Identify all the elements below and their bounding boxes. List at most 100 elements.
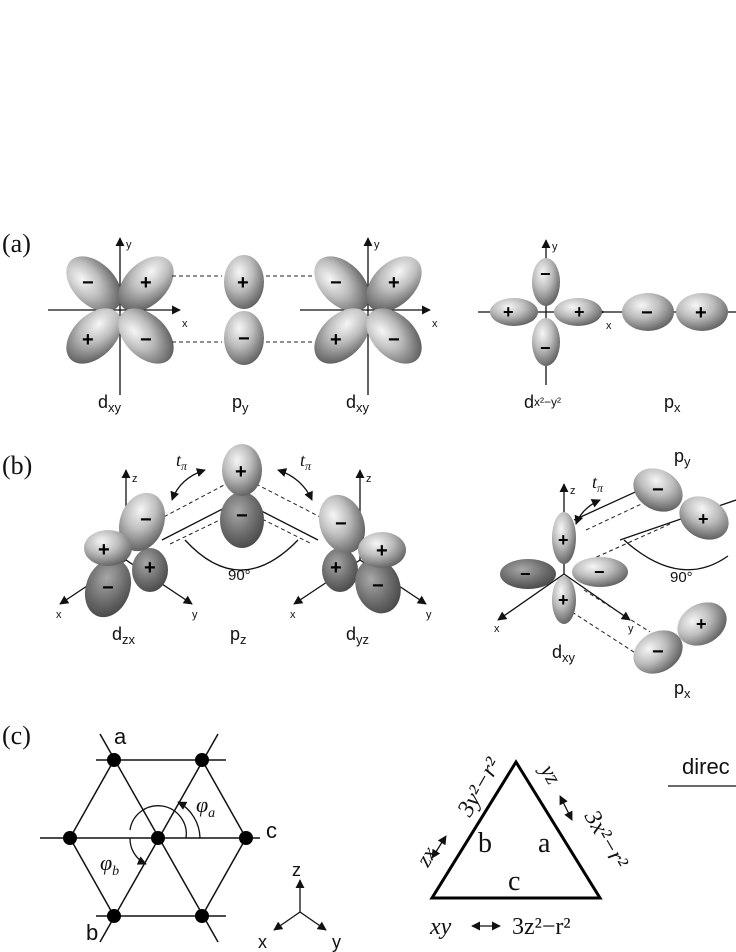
y-axis-label: y [628, 623, 634, 635]
x-axis-label: x [606, 320, 612, 332]
x-axis-label: x [494, 623, 500, 635]
orbital-label-px: px [664, 392, 681, 415]
orbital-label-py: py [232, 392, 249, 415]
plus-sign: + [140, 272, 152, 294]
angle-arc [623, 539, 729, 571]
plus-sign: + [388, 272, 400, 294]
minus-sign: − [140, 509, 152, 531]
orbital-lobe [366, 256, 422, 312]
orbital-lobe [84, 558, 132, 618]
orbital-lobe [490, 298, 538, 326]
y-axis-label: y [192, 609, 198, 621]
z-axis-label: z [366, 473, 372, 485]
angle-label: 90° [228, 567, 251, 584]
plus-sign: + [696, 614, 707, 634]
minus-sign: − [372, 575, 384, 597]
orbital-dxy-b: z x y 90° tπ + + − − dxy [494, 472, 736, 665]
orbital-lobe [500, 559, 556, 589]
angle-label-phi-a: φa [196, 792, 215, 821]
plus-sign: + [330, 557, 342, 579]
orbital-label-py: py [674, 446, 691, 469]
orbital-dyz: z x y − + + − dyz [290, 469, 432, 647]
z-axis-label: z [292, 860, 301, 880]
y-axis-line [563, 573, 631, 621]
orbital-label-px: px [674, 678, 691, 701]
x-axis-label: x [432, 318, 438, 330]
minus-sign: − [520, 564, 531, 584]
hopping-label: tπ [592, 472, 604, 495]
minus-sign: − [140, 329, 152, 351]
orbital-lobe [355, 558, 401, 614]
orbital-lobe [572, 557, 628, 587]
orbital-mixing-arrow [431, 835, 447, 859]
minus-sign: − [540, 338, 551, 358]
panel-label-b: (b) [2, 451, 32, 480]
orbital-lobe [224, 255, 264, 309]
minus-sign: − [652, 479, 664, 501]
lattice-sites [63, 753, 253, 923]
overlap-connector [589, 523, 671, 561]
orbital-lobe [676, 293, 728, 331]
orbital-lobe [66, 256, 122, 312]
panel-label-c: (c) [2, 721, 31, 750]
orbital-dzx: z x y − + + − dzx [56, 469, 198, 647]
z-axis-label: z [132, 473, 138, 485]
y-axis-label: y [374, 239, 380, 251]
orbital-label-dxy: dxy [98, 392, 122, 415]
orbital-lobe [679, 496, 729, 540]
overlap-connector [169, 515, 229, 545]
orbital-lobe [322, 548, 358, 592]
orbital-lobe [118, 492, 166, 552]
orbital-px: − + px [604, 293, 736, 415]
angle-arc-phi-a [177, 801, 201, 839]
plus-sign: + [98, 539, 110, 561]
orbital-label-pz: pz [230, 624, 247, 647]
orbital-lobe [358, 532, 406, 568]
hopping-arrow [277, 468, 313, 501]
orbital-dxy-right: x y − + + − dxy [300, 237, 438, 415]
orbital-lobe [532, 318, 560, 366]
triangle-label-c: c [508, 866, 520, 897]
hopping-arrow [170, 468, 206, 501]
triangle-label-b: b [478, 828, 492, 859]
orbital-label-yz: yz [535, 758, 567, 788]
direction-table-partial: direc [668, 754, 736, 787]
orbital-lobe [552, 512, 576, 564]
y-axis-label: y [126, 239, 132, 251]
orbital-lobe [118, 256, 174, 312]
orbital-dx2-y2: x y − − + + dx²−y² [478, 239, 612, 412]
orbital-label-zx: zx [410, 842, 441, 871]
plus-sign: + [695, 302, 707, 324]
overlap-connector [255, 515, 313, 545]
triangle-label-a: a [538, 828, 551, 859]
angle-arc-phi-b [129, 837, 147, 865]
orbital-lobe [314, 308, 370, 364]
orbital-lobe [314, 256, 370, 312]
minus-sign: − [594, 562, 605, 582]
orbital-label-dyz: dyz [346, 624, 369, 647]
orbital-mixing-arrow [559, 795, 573, 821]
orbital-label-xy: xy [429, 914, 452, 940]
orbital-label-3z2-r2: 3z²−r² [512, 914, 571, 940]
bond-geometry-left: 90° tπ tπ [157, 450, 327, 584]
orbital-lobe [532, 258, 560, 306]
orbital-lobe [66, 308, 122, 364]
orbital-py-b: − + py [633, 446, 729, 540]
overlap-connector [255, 483, 327, 521]
plus-sign: + [558, 530, 569, 550]
hopping-label: tπ [176, 450, 188, 473]
overlap-connector [157, 483, 227, 521]
orbital-lobe [224, 311, 264, 365]
panel-label-a: (a) [2, 229, 31, 258]
orbital-label-3x2-r2: 3x²−r² [578, 805, 633, 874]
minus-sign: − [330, 272, 342, 294]
minus-sign: − [236, 505, 248, 527]
orbital-lobe [554, 298, 602, 326]
z-axis-label: z [570, 485, 576, 497]
orbital-lobe [677, 602, 727, 646]
y-axis-label: y [552, 241, 558, 253]
hopping-arrow [574, 499, 601, 525]
orbital-lobe [118, 308, 174, 364]
orbital-lobe [633, 468, 683, 512]
